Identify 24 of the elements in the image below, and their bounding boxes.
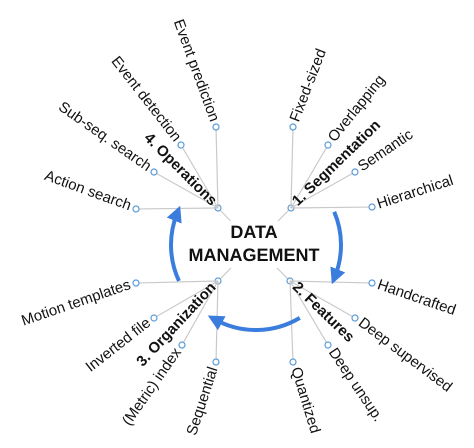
branch-line: [212, 123, 220, 208]
branch-line: [290, 141, 332, 208]
branch-line: [290, 168, 359, 209]
branch-line: [214, 268, 232, 285]
cycle-arrow: [208, 316, 301, 332]
cycle-arrow: [167, 206, 182, 282]
branch-line: [291, 203, 376, 211]
branch-line: [290, 279, 376, 287]
branch-line: [178, 280, 219, 349]
branch-line: [150, 280, 218, 322]
branch-line: [289, 280, 297, 366]
leaf-label: Action search: [42, 168, 142, 218]
branch-line: [132, 205, 218, 213]
branch-line: [289, 123, 297, 208]
center-title: DATA MANAGEMENT: [186, 221, 322, 268]
branch-line: [132, 279, 218, 287]
cycle-arrow: [330, 211, 345, 284]
branch-line: [150, 168, 218, 209]
branch-line: [276, 268, 294, 285]
branch-line: [278, 204, 295, 222]
branch-line: [289, 280, 332, 349]
branch-line: [290, 280, 359, 322]
branch-line: [214, 204, 232, 222]
branch-line: [177, 141, 219, 208]
